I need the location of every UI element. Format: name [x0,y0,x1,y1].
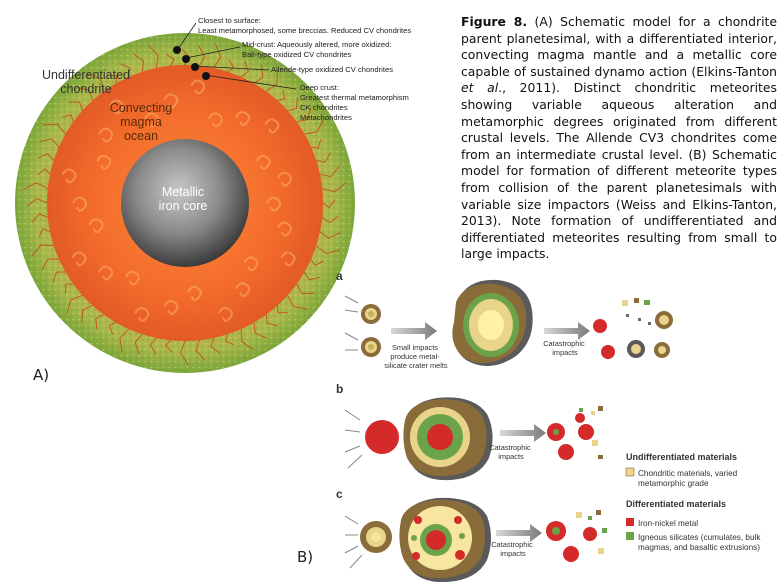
level-dot-3 [191,63,199,71]
svg-text:Catastrophic impacts: Catastrophic impacts [491,540,535,558]
annotation-4-extra-2: Metachondrites [300,113,352,122]
figure-caption: Figure 8. (A) Schematic model for a chon… [461,14,777,263]
svg-text:Catastrophic impacts: Catastrophic impacts [489,443,533,461]
crust-veins [23,43,347,366]
level-dot-2 [182,55,190,63]
row-c: c Catastrophic impacts [336,487,607,582]
planetesimal-body [15,33,355,373]
legend-undiff-title: Undifferentiated materials [626,452,737,462]
crustal-level-markers [173,22,297,90]
annotation-4-desc: Greatest thermal metamorphism [300,93,409,102]
legend-metal-swatch [626,518,634,526]
legend-chondrite-label-2: metamorphic grade [638,479,709,488]
row-b: b Catastrophic impacts [336,382,603,481]
panel-a-label: A) [33,366,50,384]
legend-chondrite-swatch [625,467,635,477]
caption-text-2: ., 2011). Distinct chondritic meteorites… [461,80,777,262]
row-a-label: a [336,269,343,283]
legend-diff-title: Differentiated materials [626,499,726,509]
annotation-1-title: Closest to surface: [198,16,261,25]
caption-label: Figure 8. [461,14,528,29]
level-dot-4 [202,72,210,80]
legend-silicate-label-1: Igneous silicates (cumulates, bulk [638,533,761,542]
row-c-label: c [336,487,343,501]
row-a: a Small impacts produce metal- silicate … [336,269,673,370]
iron-core [121,139,249,267]
convection-swirls [61,79,296,322]
row-b-label: b [336,382,343,396]
legend-silicate-label-2: magmas, and basaltic extrusions) [638,543,760,552]
annotation-3-title: Allende-type oxidized CV chondrites [271,65,393,74]
legend-silicate-swatch [626,532,634,540]
legend-metal-label: Iron-nickel metal [638,519,698,528]
legend: Undifferentiated materials Chondritic ma… [625,452,761,552]
caption-italic: et al [461,80,499,96]
annotation-2-title: Mid-crust: Aqueously altered, more oxidi… [242,40,391,49]
legend-chondrite-label-1: Chondritic materials, varied [638,469,738,478]
svg-text:Catastrophic impacts: Catastrophic impacts [543,339,587,357]
caption-text-1: (A) Schematic model for a chondrite pare… [461,14,778,79]
svg-text:Small impacts produce me: Small impacts produce metal- silicate cr… [384,343,448,370]
level-dot-1 [173,46,181,54]
annotation-2-desc: Bali-type oxidized CV chondrites [242,50,352,59]
annotation-4-title: Deep crust: [300,83,339,92]
annotation-4-extra-1: CK chondrites [300,103,348,112]
annotation-1-desc: Least metamorphosed, some breccias. Redu… [198,26,411,35]
panel-b-label: B) [297,548,314,566]
